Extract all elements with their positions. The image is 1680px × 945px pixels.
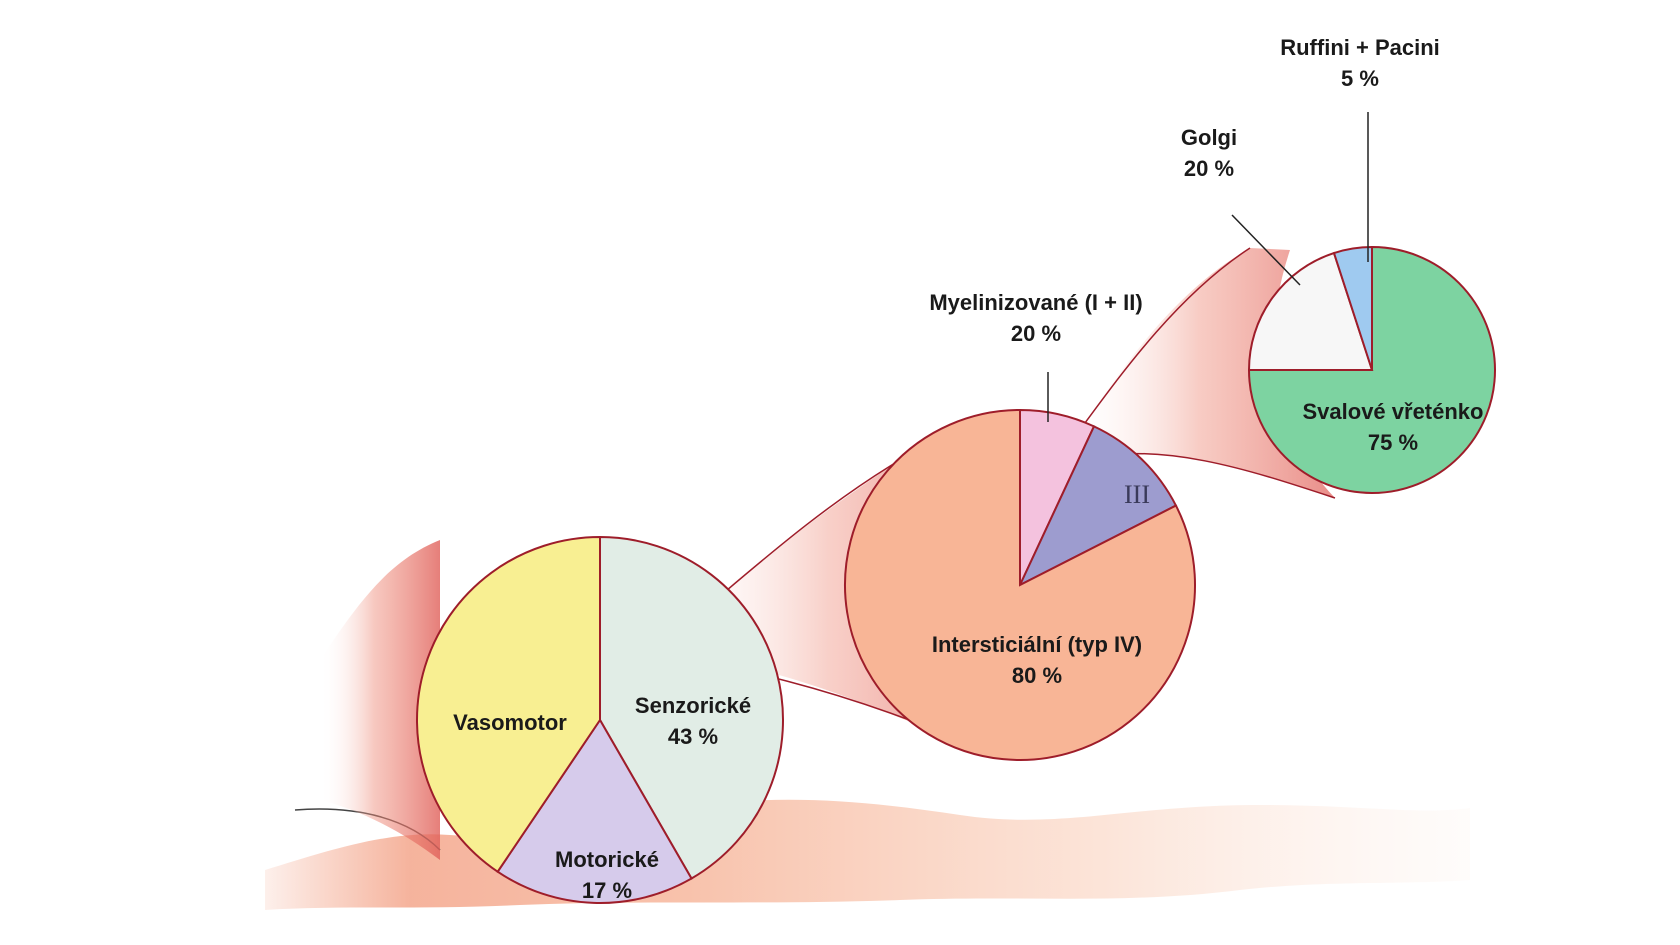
label-name: Ruffini + Pacini <box>1280 35 1440 60</box>
pie-3 <box>1247 245 1496 494</box>
label-ruffini-pacini: Ruffini + Pacini 5 % <box>1280 35 1440 91</box>
label-value: 5 % <box>1341 66 1379 91</box>
label-iii: III <box>1124 480 1150 509</box>
label-interstici-ln-typ-iv-: Intersticiální (typ IV) 80 % <box>932 632 1142 688</box>
pie-3-slice-ruffini-pacini <box>1332 245 1373 371</box>
label-name: Vasomotor <box>453 710 567 735</box>
label-golgi: Golgi 20 % <box>1181 125 1237 181</box>
label-motorick-: Motorické 17 % <box>555 847 659 903</box>
label-value: 43 % <box>668 724 718 749</box>
pie-2-slice-iii <box>1017 425 1178 588</box>
label-name: Senzorické <box>635 693 751 718</box>
label-value: 20 % <box>1184 156 1234 181</box>
funnel-nerve-to-pie1 <box>320 540 440 860</box>
pie-charts-group <box>416 245 1496 904</box>
label-vasomotor: Vasomotor <box>453 710 567 735</box>
leader-lines-group <box>1047 112 1369 422</box>
label-name: III <box>1124 480 1150 509</box>
label-value: 17 % <box>582 878 632 903</box>
pie-2 <box>844 408 1196 761</box>
pie-1 <box>416 535 784 904</box>
label-name: Golgi <box>1181 125 1237 150</box>
pie-3-slice-golgi <box>1247 251 1374 371</box>
label-value: 80 % <box>1012 663 1062 688</box>
label-value: 20 % <box>1011 321 1061 346</box>
label-name: Svalové vřeténko <box>1303 399 1484 424</box>
label-senzorick-: Senzorické 43 % <box>635 693 751 749</box>
label-value: 75 % <box>1368 430 1418 455</box>
pie-2-slice-interstici-ln-typ-iv- <box>844 408 1196 761</box>
pie-1-slice-senzorick- <box>599 535 784 880</box>
pie-1-slice-vasomotor <box>416 535 601 874</box>
label-name: Myelinizované (I + II) <box>929 290 1142 315</box>
pie-1-slice-motorick- <box>496 718 693 904</box>
label-svalov-v-et-nko: Svalové vřeténko 75 % <box>1303 399 1484 455</box>
label-name: Motorické <box>555 847 659 872</box>
label-name: Intersticiální (typ IV) <box>932 632 1142 657</box>
labels-group: Vasomotor Senzorické 43 % Motorické 17 % Myel… <box>453 35 1483 903</box>
leader-golgi <box>1231 214 1301 286</box>
label-myelinizovan-i-ii-: Myelinizované (I + II) 20 % <box>929 290 1142 346</box>
